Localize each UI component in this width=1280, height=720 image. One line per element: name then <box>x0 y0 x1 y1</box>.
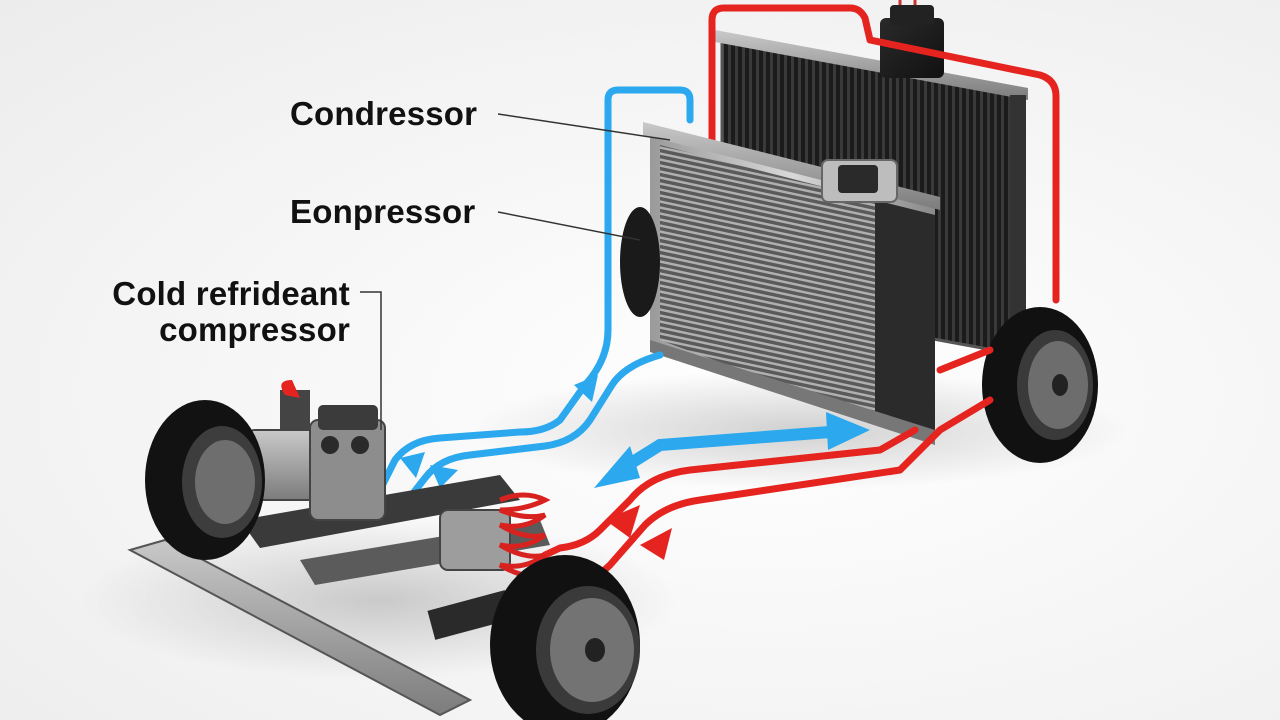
cold-refrigerant-lines <box>376 86 694 514</box>
coil-spring <box>498 492 551 579</box>
cold-flow-arrow <box>430 465 458 488</box>
rear-right-wheel <box>982 307 1098 463</box>
cold-refrigerant-leader-line <box>360 291 382 430</box>
condenser-label: Condressor <box>290 95 478 132</box>
cold-flow-arrow <box>400 452 425 478</box>
leader-lines <box>360 113 671 430</box>
cold-refrigerant-label: Cold refrideant compressor <box>60 276 350 348</box>
front-right-wheel <box>490 555 640 720</box>
cold-flow-arrow <box>574 375 598 402</box>
cold-refrigerant-label-line2: compressor <box>159 311 350 348</box>
flow-direction-arrow <box>594 412 870 488</box>
hot-flow-arrow <box>605 505 640 538</box>
cold-refrigerant-label-line1: Cold refrideant <box>112 275 350 312</box>
hot-flow-arrow <box>640 528 672 560</box>
compressor-leader-line <box>497 211 641 241</box>
condenser-leader-line <box>497 113 671 141</box>
front-left-wheel <box>145 400 265 560</box>
front-condenser <box>620 122 940 445</box>
compressor-label: Eonpressor <box>290 193 476 230</box>
hot-line-rear-loop <box>708 4 1060 304</box>
